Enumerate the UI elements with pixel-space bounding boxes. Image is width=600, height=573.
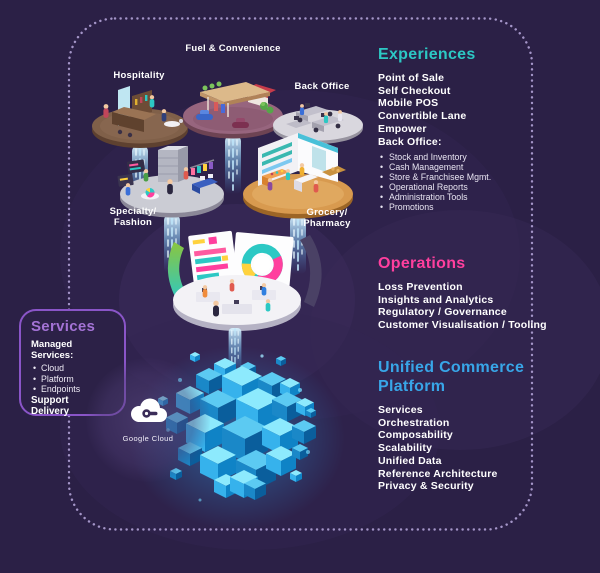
experiences-title: Experiences — [378, 46, 476, 63]
list-item: Platform — [31, 374, 114, 385]
back-office-sublist: Stock and Inventory Cash Management Stor… — [378, 152, 578, 213]
operations-title: Operations — [378, 255, 466, 272]
list-item: Administration Tools — [378, 192, 578, 203]
operations-section: Operations Loss Prevention Insights and … — [378, 255, 578, 332]
operations-item: Customer Visualisation / Tooling — [378, 319, 547, 332]
experiences-item: Empower — [378, 122, 427, 135]
google-cloud-icon — [125, 396, 171, 431]
grocery-pharmacy-scene — [243, 133, 353, 219]
experiences-item: Convertible Lane — [378, 110, 467, 123]
experiences-item: Back Office: — [378, 135, 442, 148]
experiences-item: Self Checkout — [378, 84, 451, 97]
platform-item: Privacy & Security — [378, 480, 474, 493]
label-fuel: Fuel & Convenience — [185, 43, 281, 54]
label-hospitality: Hospitality — [113, 70, 165, 81]
google-cloud-label: Google Cloud — [122, 434, 174, 443]
services-title: Services — [31, 318, 96, 335]
platform-item: Scalability — [378, 442, 433, 455]
list-item: Cash Management — [378, 162, 578, 173]
platform-title: Unified Commerce Platform — [378, 359, 525, 395]
list-item: Promotions — [378, 202, 578, 213]
operations-item: Regulatory / Governance — [378, 306, 507, 319]
dashboard-platform-scene — [167, 230, 322, 331]
platform-item: Unified Data — [378, 454, 442, 467]
dotted-border — [67, 17, 534, 531]
hospitality-scene — [92, 86, 188, 148]
platform-item: Composability — [378, 429, 453, 442]
bar-chart-screen — [188, 230, 239, 290]
curved-screen-right — [300, 235, 322, 307]
list-item: Stock and Inventory — [378, 152, 578, 163]
managed-services-label: Managed Services: — [31, 339, 74, 361]
experiences-item: Mobile POS — [378, 97, 439, 110]
operations-item: Loss Prevention — [378, 281, 463, 293]
list-item: Store & Franchisee Mgmt. — [378, 172, 578, 183]
platform-item: Services — [378, 404, 423, 416]
operations-item: Insights and Analytics — [378, 293, 494, 306]
services-extra-support: Support — [31, 394, 69, 406]
platform-item: Orchestration — [378, 416, 450, 429]
list-item: Cloud — [31, 363, 114, 374]
google-cloud-badge: Google Cloud — [86, 358, 210, 482]
platform-section: Unified Commerce Platform Services Orche… — [378, 358, 578, 493]
services-extra-delivery: Delivery — [31, 406, 70, 418]
list-item: Endpoints — [31, 384, 114, 395]
platform-item: Reference Architecture — [378, 467, 498, 480]
managed-services-list: Cloud Platform Endpoints — [31, 363, 114, 395]
curved-screen-left — [167, 242, 187, 302]
list-item: Operational Reports — [378, 182, 578, 193]
label-grocery: Grocery/ Pharmacy — [303, 207, 351, 229]
experiences-section: Experiences Point of Sale Self Checkout … — [378, 46, 578, 213]
fuel-station-scene — [183, 81, 283, 139]
specialty-fashion-scene — [117, 146, 224, 218]
label-specialty: Specialty/ Fashion — [109, 206, 157, 228]
experiences-item: Point of Sale — [378, 72, 445, 84]
label-back-office: Back Office — [294, 81, 350, 92]
